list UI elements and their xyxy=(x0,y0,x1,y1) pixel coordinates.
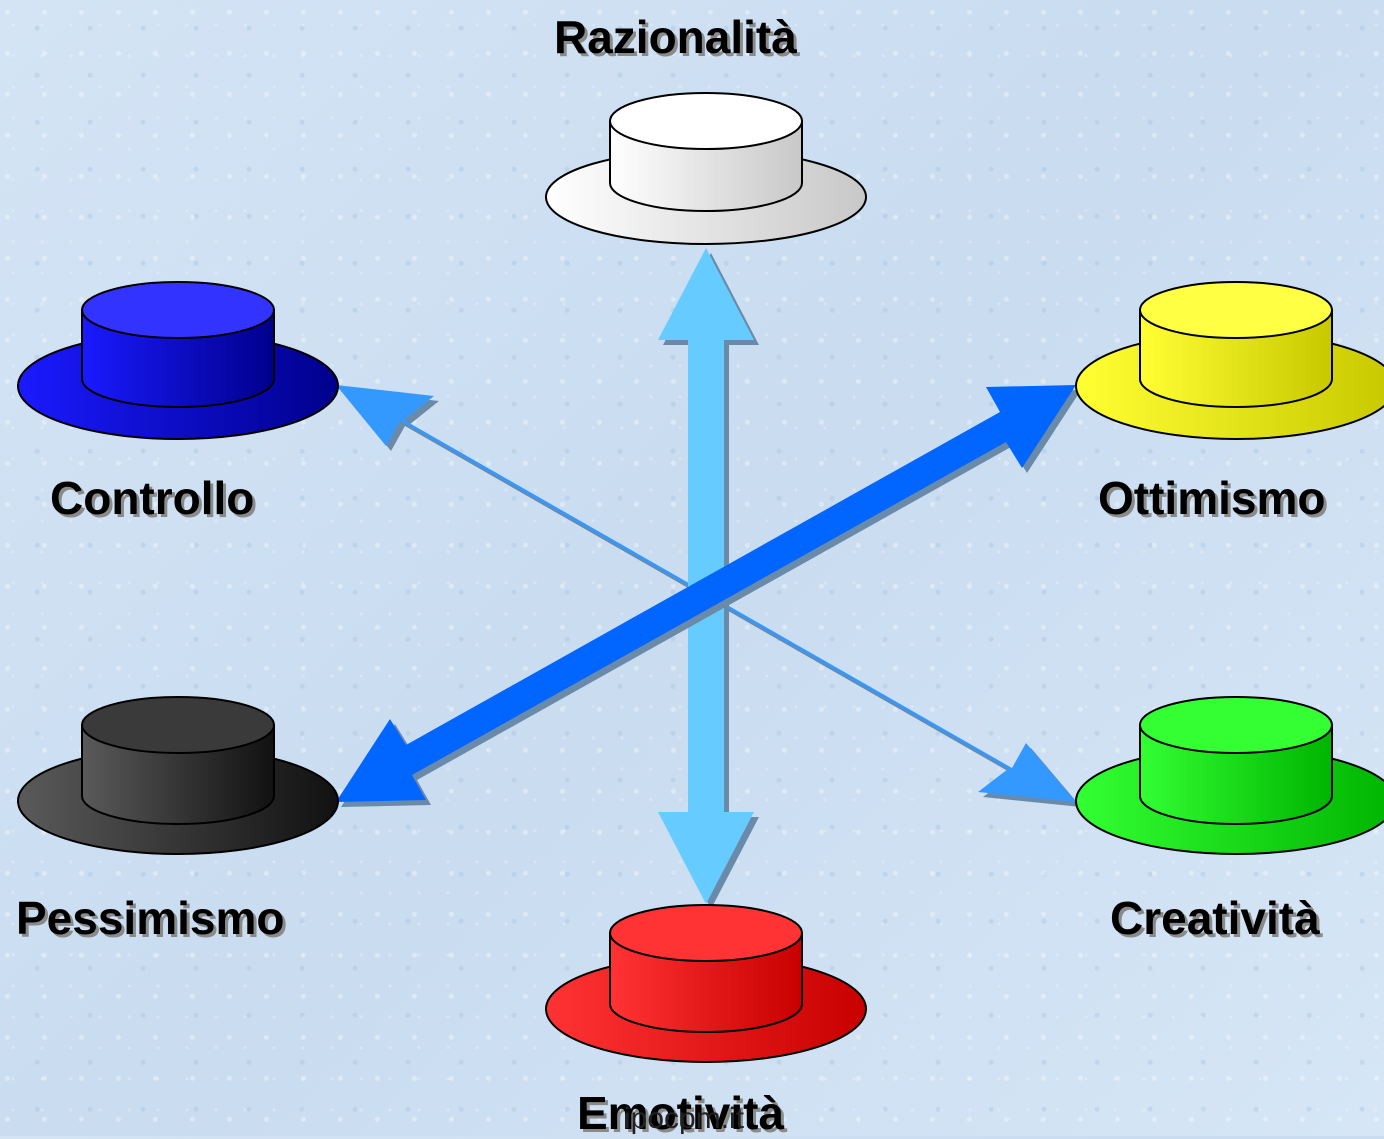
label-emotivita: Emotività xyxy=(577,1087,785,1139)
red-hat-icon xyxy=(545,904,867,1063)
label-pessimismo: Pessimismo xyxy=(16,892,285,944)
label-controllo: Controllo xyxy=(50,472,255,524)
black-hat-icon xyxy=(17,696,339,855)
arrow-pessimismo-ottimismo xyxy=(336,385,1076,802)
arrow-razionalita-emotivita xyxy=(658,248,754,904)
footer-text: ipocpm.it xyxy=(624,1102,745,1135)
label-razionalita: Razionalità xyxy=(554,11,797,63)
label-creativita: Creatività xyxy=(1110,892,1320,944)
yellow-hat-icon xyxy=(1075,281,1384,440)
blue-hat-icon xyxy=(17,281,339,440)
label-ottimismo: Ottimismo xyxy=(1098,472,1326,524)
green-hat-icon xyxy=(1075,696,1384,855)
white-hat-icon xyxy=(545,92,867,245)
double-arrow-diagonal-up xyxy=(336,385,1081,807)
